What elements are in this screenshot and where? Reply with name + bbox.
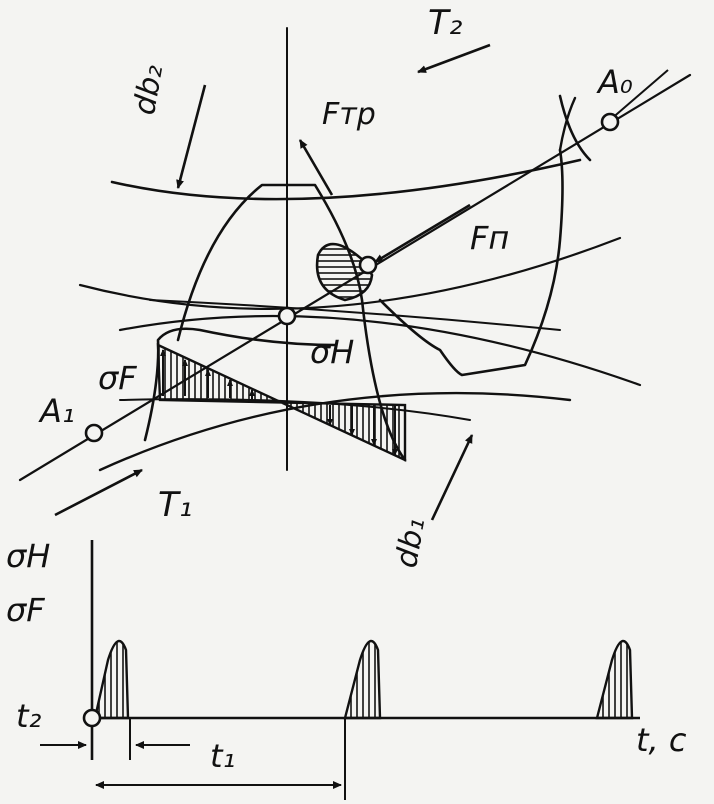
point-A0 <box>600 112 620 132</box>
label-Ftr: Fтр <box>322 97 376 132</box>
label-sigmaF: σF <box>98 359 137 397</box>
contact-point <box>358 255 378 275</box>
stress-pulse-1 <box>93 639 130 720</box>
label-sigmaH: σH <box>310 333 355 371</box>
friction-force-arrow <box>298 139 334 196</box>
graph-axis-label-sigmaF: σF <box>6 591 45 629</box>
label-Fn: Fп <box>470 219 510 257</box>
lower-tooth-right-flank <box>378 148 564 377</box>
label-db1: db₁ <box>389 515 433 571</box>
normal-force-arrow <box>374 203 471 264</box>
T2-direction-arrow <box>417 43 491 74</box>
label-t-axis: t, c <box>636 721 687 759</box>
graph-origin-point <box>82 708 102 728</box>
label-A1: A₁ <box>40 392 75 430</box>
label-db2: db₂ <box>127 62 171 118</box>
label-t1: t₁ <box>210 737 236 775</box>
label-T1: T₁ <box>158 485 193 525</box>
stress-pulse-2 <box>343 639 382 720</box>
contact-stress-lobe <box>315 242 374 302</box>
pitch-arc-lower <box>149 299 561 331</box>
db2-pointer-arrow <box>176 84 207 189</box>
graph-axis-label-sigmaH: σH <box>6 537 51 575</box>
upper-tooth-left-curve <box>558 94 592 162</box>
label-A0: A₀ <box>598 63 633 101</box>
lower-gear-tooth <box>143 327 337 442</box>
point-A1 <box>84 423 104 443</box>
label-T2: T₂ <box>428 3 463 43</box>
upper-gear-tooth <box>176 183 407 462</box>
label-t2: t₂ <box>16 697 42 735</box>
pitch-arc-middle <box>118 314 642 387</box>
db1-pointer-arrow <box>430 434 474 521</box>
T1-direction-arrow <box>54 468 143 517</box>
stress-pulse-3 <box>595 639 634 720</box>
bending-stress-triangle <box>156 343 407 462</box>
base-circle-db2 <box>110 158 582 201</box>
pitch-point <box>277 306 297 326</box>
A0-leader-line <box>609 69 669 121</box>
